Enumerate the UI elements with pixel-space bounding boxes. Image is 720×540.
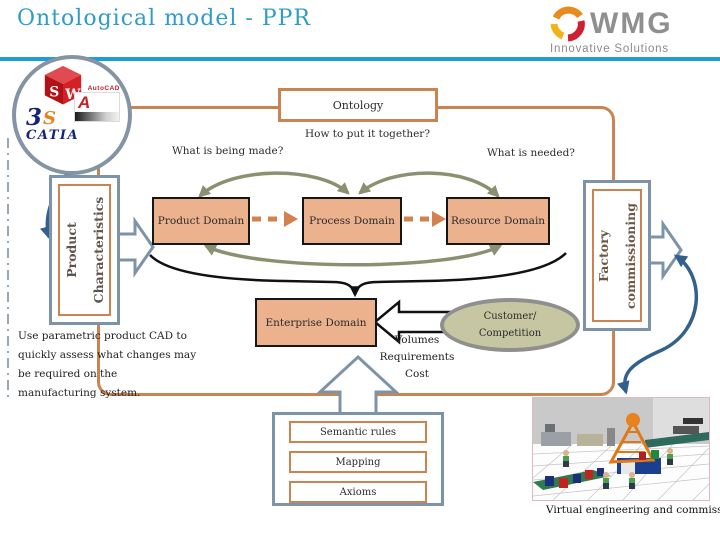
catia-logo: 3 S CATIA [26,104,80,143]
right-panel-line1: Factory [596,229,611,282]
inputs-volumes: Volumes [394,334,440,346]
right-panel-line2: commissioning [623,202,638,309]
product-characteristics-inner-frame [58,184,111,316]
process-domain-box: Process Domain [302,197,402,245]
autocad-letter-a: A [78,93,91,112]
arc-process-resource [358,171,500,198]
question-needed: What is needed? [487,147,575,159]
cad-note-line2: quickly assess what changes may [18,349,197,361]
product-domain-label: Product Domain [157,215,245,227]
autocad-label: AutoCAD [87,85,120,92]
factory-scene [532,398,710,501]
question-made: What is being made? [172,145,284,157]
ontology-box: Ontology [278,88,438,122]
inputs-cost: Cost [405,368,429,380]
left-panel-line2: Characteristics [90,196,106,304]
rules-stack: Semantic rules Mapping Axioms [272,412,444,506]
enterprise-domain-label: Enterprise Domain [265,316,367,329]
left-panel-line1: Product [63,222,79,278]
worker-figures [563,448,673,489]
wmg-tagline: Innovative Solutions [550,43,669,55]
semantic-rules-box: Semantic rules [289,421,427,443]
cad-note-line3: be required on the [18,368,118,380]
cad-note-line1: Use parametric product CAD to [18,330,187,342]
arc-product-resource-bottom [203,244,503,267]
dashed-arrowhead-1 [284,211,298,227]
ds-s-glyph: S [43,108,57,129]
catia-wordmark: CATIA [26,128,80,143]
factory-image [532,397,710,501]
market-inputs: Volumes Requirements Cost [370,332,464,383]
mapping-box: Mapping [289,451,427,473]
cad-tools-circle: S W AutoCAD A 3 S CATIA [12,55,132,175]
enterprise-domain-box: Enterprise Domain [255,298,377,347]
arc-product-process [198,171,350,198]
wmg-wordmark: WMG [590,7,673,40]
axioms-label: Axioms [339,486,377,498]
cad-note: Use parametric product CAD to quickly as… [18,330,196,406]
autocad-logo: AutoCAD A [74,85,120,122]
inputs-requirements: Requirements [379,351,455,363]
brace-domains [149,252,567,295]
wmg-swirl-icon [550,6,585,42]
axioms-box: Axioms [289,481,427,503]
ontology-label: Ontology [332,98,384,112]
ds-3-glyph: 3 [26,104,43,131]
factory-commissioning-panel: Factory commissioning [583,180,651,331]
dashed-arrowhead-2 [432,211,446,227]
semantic-rules-label: Semantic rules [319,426,397,438]
autocad-gradient [75,112,119,121]
process-domain-label: Process Domain [309,215,395,227]
page-title: Ontological model - PPR [17,6,311,31]
customer-competition-ellipse: Customer/ Competition [440,298,580,352]
product-characteristics-panel: Product Characteristics [49,175,120,325]
resource-domain-label: Resource Domain [450,215,546,227]
factory-commissioning-inner-frame [592,189,642,322]
product-domain-box: Product Domain [152,197,250,245]
curve-panel-to-factory-image [616,254,699,395]
wmg-logo: WMG Innovative Solutions [550,6,716,55]
market-line1: Customer/ [483,311,537,322]
mapping-label: Mapping [335,456,381,468]
resource-domain-box: Resource Domain [446,197,550,245]
question-together: How to put it together? [305,128,430,140]
factory-caption: Virtual engineering and commissioning to… [546,504,720,516]
market-line2: Competition [478,328,542,339]
autocad-thumbnail: A [74,92,120,122]
header-rule [0,57,720,61]
sw-letter-s: S [49,85,59,101]
cad-note-line4: manufacturing system. [18,387,141,399]
